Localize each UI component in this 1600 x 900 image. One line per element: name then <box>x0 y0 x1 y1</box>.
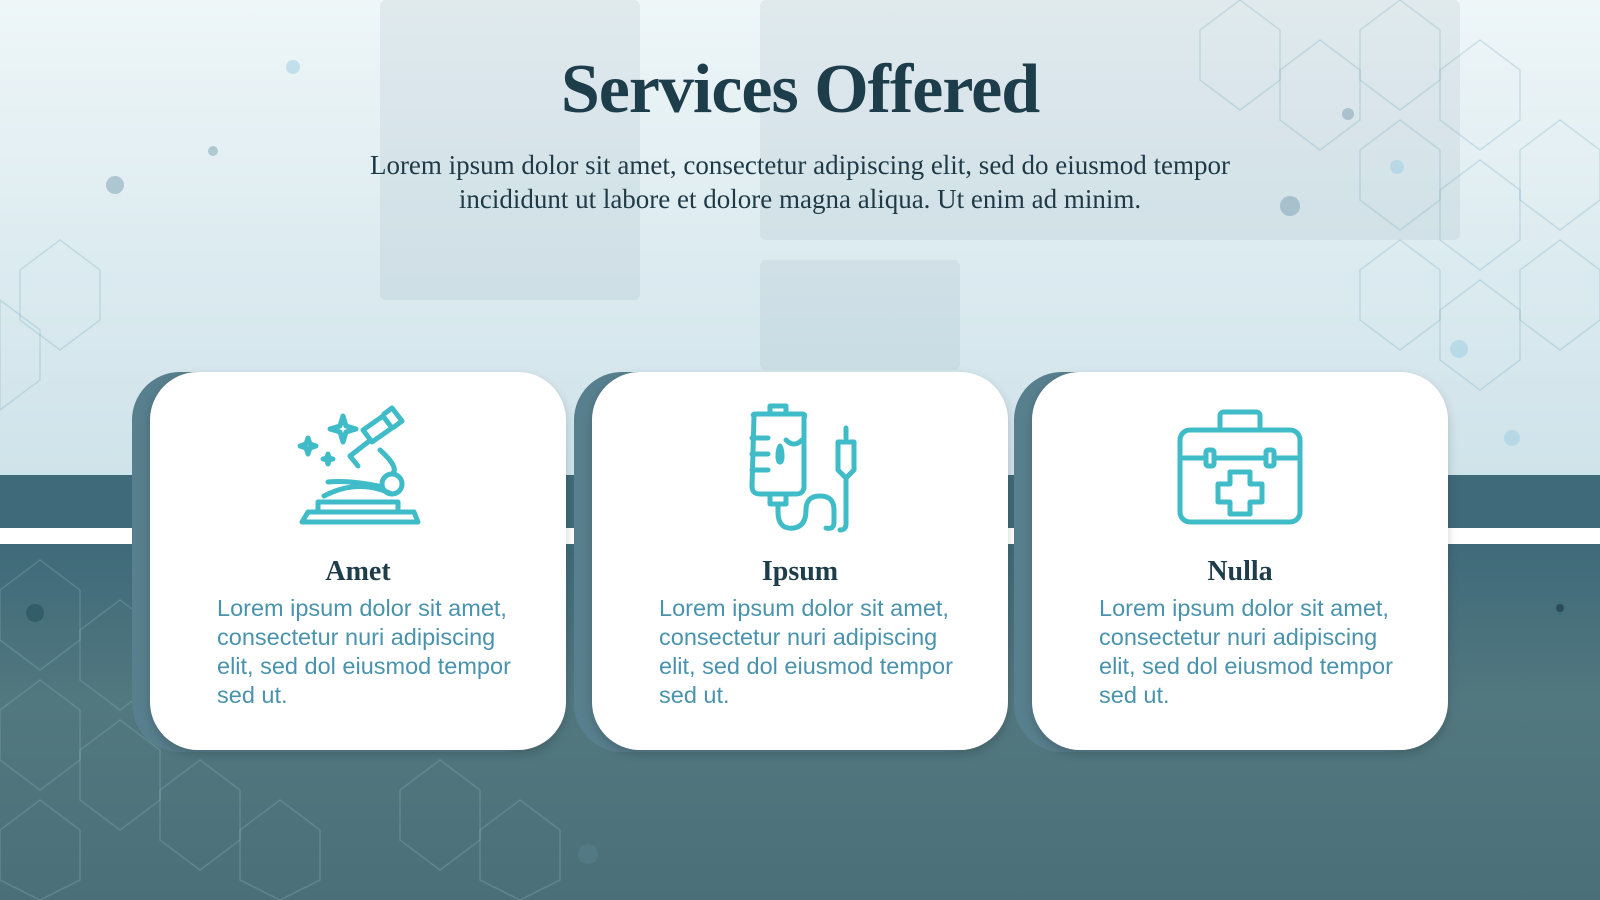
decor-dot <box>208 146 218 156</box>
decor-dot <box>106 176 124 194</box>
decor-dot <box>286 60 300 74</box>
page-subtitle: Lorem ipsum dolor sit amet, consectetur … <box>369 150 1231 214</box>
first-aid-kit-icon <box>1177 409 1303 525</box>
iv-drip-icon <box>749 403 857 533</box>
service-card-ipsum: Ipsum Lorem ipsum dolor sit amet, consec… <box>592 372 1008 750</box>
card-description: Lorem ipsum dolor sit amet, consectetur … <box>217 595 511 708</box>
microscope-icon <box>297 405 421 525</box>
background-photo <box>380 0 640 300</box>
page-title: Services Offered <box>560 51 1040 128</box>
background-monitor-small <box>760 260 960 370</box>
background-monitor <box>760 0 1460 240</box>
decor-dot <box>26 604 44 622</box>
decor-dot <box>1280 196 1300 216</box>
decor-dot <box>1342 108 1354 120</box>
decor-dot <box>1504 430 1520 446</box>
decor-dot <box>1556 604 1564 612</box>
decor-dot <box>578 844 598 864</box>
card-description: Lorem ipsum dolor sit amet, consectetur … <box>659 595 953 708</box>
service-card-amet: Amet Lorem ipsum dolor sit amet, consect… <box>150 372 566 750</box>
service-card-nulla: Nulla Lorem ipsum dolor sit amet, consec… <box>1032 372 1448 750</box>
decor-dot <box>1390 160 1404 174</box>
card-title: Ipsum <box>761 556 839 587</box>
card-title: Nulla <box>1207 556 1273 587</box>
decor-dot <box>1450 340 1468 358</box>
card-title: Amet <box>325 556 391 587</box>
card-description: Lorem ipsum dolor sit amet, consectetur … <box>1099 595 1393 708</box>
